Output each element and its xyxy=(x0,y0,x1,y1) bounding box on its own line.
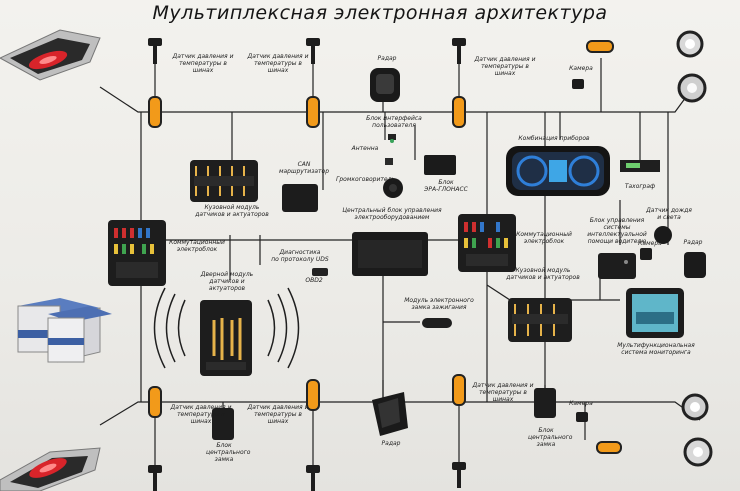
label-camera-top: Камера xyxy=(569,65,593,72)
label-diagnostics: Диагностика по протоколу UDS xyxy=(271,249,329,263)
label-monitoring: Мультифункциональная система мониторинга xyxy=(617,342,695,356)
instrument-cluster-icon xyxy=(506,146,610,196)
junction-box-icon xyxy=(458,214,516,272)
junction-box-icon xyxy=(108,220,166,286)
label-can-router: CAN маршрутизатор xyxy=(278,161,330,175)
central-control-unit-icon xyxy=(352,232,428,276)
label-loudspeaker: Громкоговоритель xyxy=(336,176,395,183)
body-module-icon xyxy=(508,298,572,342)
label-era-glonass: Блок ЭРА-ГЛОНАСС xyxy=(424,179,468,193)
label-instrument-cluster: Комбинация приборов xyxy=(518,135,590,142)
tpms-sensor-icon xyxy=(148,38,466,491)
adas-unit-icon xyxy=(598,253,636,279)
loudspeaker-icon xyxy=(383,178,403,198)
label-body-module-left: Кузовной модуль датчиков и актуаторов xyxy=(195,204,269,218)
door-module-icon xyxy=(200,300,252,376)
label-tpms-top-2: Датчик давления и температуры в шинах xyxy=(247,53,309,74)
radar-icon xyxy=(684,252,706,278)
label-camera-right: Камера xyxy=(638,240,662,247)
label-radar-top: Радар xyxy=(377,55,397,62)
board-title: Мультиплексная электронная архитектура xyxy=(152,2,608,24)
body-module-icon xyxy=(190,160,258,202)
rain-light-sensor-icon xyxy=(654,226,672,244)
label-rain-light: Датчик дождя и света xyxy=(646,207,692,221)
label-tpms-top-3: Датчик давления и температуры в шинах xyxy=(474,56,536,77)
label-lock-right: Блок центрального замка xyxy=(528,427,573,448)
monitoring-screen-icon xyxy=(626,288,684,338)
label-door-module: Дверной модуль датчиков и актуаторов xyxy=(200,271,254,292)
label-tpms-bottom-2: Датчик давления и температуры в шинах xyxy=(247,404,309,425)
label-radar-right: Радар xyxy=(683,239,703,246)
obd-connector-icon xyxy=(312,268,328,276)
label-obd: OBD2 xyxy=(305,277,323,284)
label-tachograph: Тахограф xyxy=(624,183,656,190)
red-tail-lamp-icon xyxy=(0,29,101,81)
label-antenna: Антенна xyxy=(351,145,379,152)
label-central-unit: Центральный блок управления электрообору… xyxy=(342,207,442,221)
label-tpms-top-1: Датчик давления и температуры в шинах xyxy=(172,53,234,74)
label-junction-left: Коммутационный электроблок xyxy=(169,239,225,253)
amber-marker-icon xyxy=(148,40,622,454)
label-camera-bottom: Камера xyxy=(569,400,593,407)
tachograph-icon xyxy=(620,160,660,172)
label-tpms-bottom-1: Датчик давления и температуры в шинах xyxy=(170,404,232,425)
camera-icon xyxy=(572,79,652,422)
user-interface-unit-icon xyxy=(388,134,456,175)
label-body-module-right: Кузовной модуль датчиков и актуаторов xyxy=(506,267,580,281)
radar-icon xyxy=(370,68,400,102)
red-tail-lamp-icon xyxy=(0,447,101,491)
label-tpms-bottom-3: Датчик давления и температуры в шинах xyxy=(472,382,534,403)
central-lock-icon xyxy=(212,388,556,440)
radar-icon xyxy=(372,392,408,436)
label-ignition: Модуль электронного замка зажигания xyxy=(404,297,474,311)
label-junction-right: Коммутационный электроблок xyxy=(516,231,572,245)
fog-lamp-icon xyxy=(676,30,713,467)
label-user-interface: Блок интерфейса пользователя xyxy=(366,115,422,129)
ignition-module-icon xyxy=(422,318,452,328)
label-adas: Блок управления системы интеллектуальной… xyxy=(587,217,647,245)
label-lock-left: Блок центрального замка xyxy=(206,442,251,463)
battery-icon xyxy=(17,298,112,363)
antenna-icon xyxy=(385,158,393,165)
wifi-arc-icon xyxy=(153,287,300,369)
can-router-icon xyxy=(282,184,318,212)
label-radar-bottom: Радар xyxy=(381,440,401,447)
